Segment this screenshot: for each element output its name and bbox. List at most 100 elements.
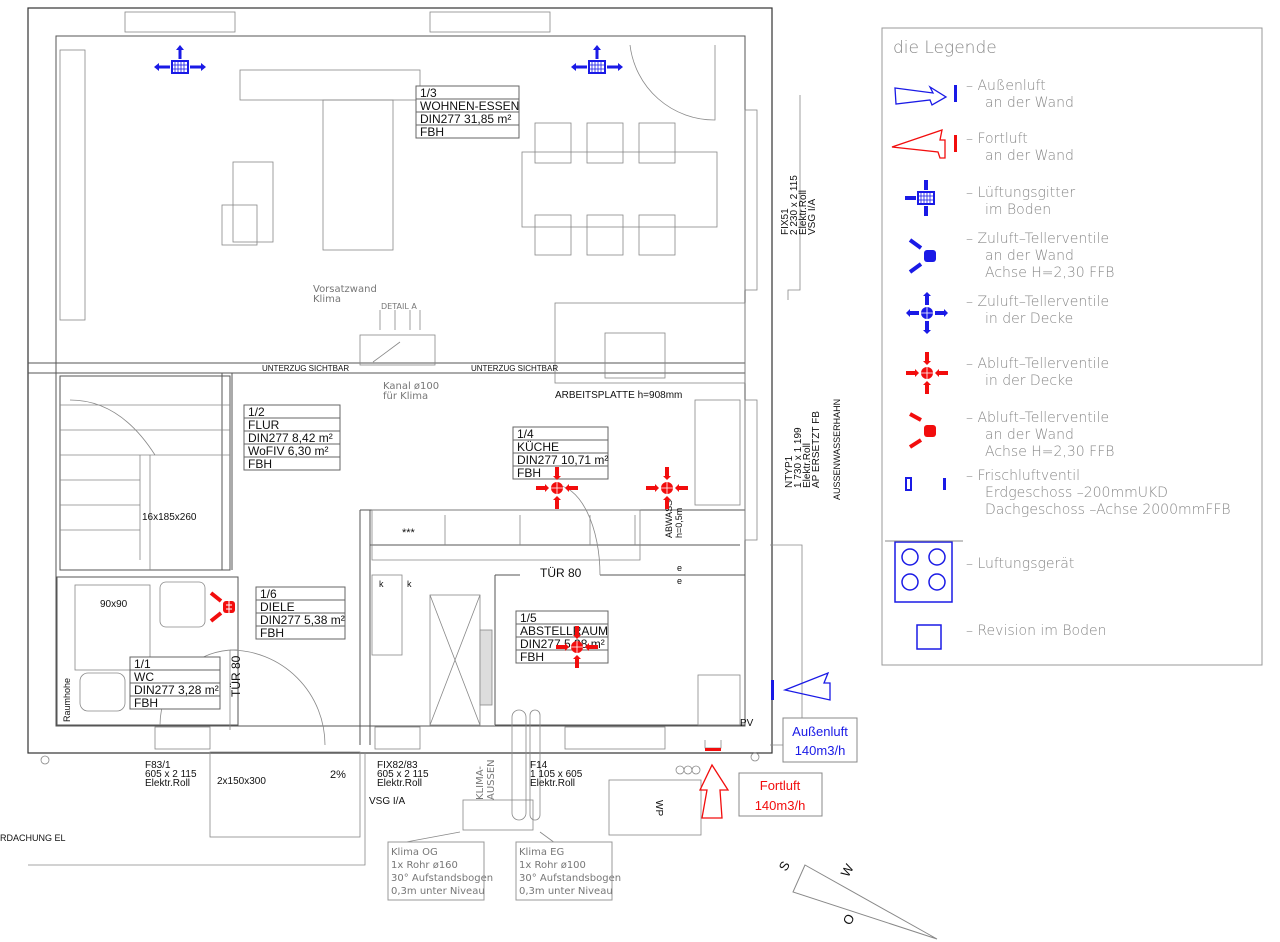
legend-item: – Revision im Boden	[916, 623, 1107, 650]
compass-o: O	[840, 911, 858, 927]
legend-text: – Zuluft–Tellerventile	[966, 294, 1109, 310]
fortluft-value: 140m3/h	[755, 798, 806, 813]
legend-text: an der Wand	[985, 248, 1074, 264]
legend-text: an der Wand	[985, 148, 1074, 164]
room-name: DIELE	[260, 600, 295, 614]
window-label-f83: Elektr.Roll	[145, 778, 190, 789]
fortluft-wall-marker	[704, 740, 722, 751]
legend-text: Achse H=2,30 FFB	[985, 444, 1114, 460]
klima-og-note: Klima OG	[391, 847, 438, 858]
walls	[27, 7, 803, 866]
aussenluft-arrow-icon	[894, 85, 957, 106]
compass-s: S	[776, 858, 793, 873]
room-no: 1/5	[520, 611, 537, 625]
unterzug-label: UNTERZUG SICHTBAR	[262, 364, 349, 373]
klima-og-note: 0,3m unter Niveau	[391, 886, 485, 897]
room-din: DIN277 3,28 m²	[134, 683, 219, 697]
window-label-fix82: FIX82/83	[377, 760, 418, 771]
legend-text: – Luftungsgerät	[966, 556, 1074, 572]
door-label: TÜR 80	[229, 655, 243, 697]
exhaust-wall-valve-icon	[908, 412, 936, 449]
stars-label: ***	[402, 527, 416, 539]
legend-text: – Frischluftventil	[966, 468, 1080, 484]
ventilation-unit-icon	[885, 540, 963, 603]
room-no: 1/1	[134, 657, 151, 671]
room-din: DIN277 31,85 m²	[420, 112, 511, 126]
legend-text: – Abluft–Tellerventile	[966, 356, 1109, 372]
supply-wall-valve-icon	[908, 238, 936, 274]
legend-text: im Boden	[985, 202, 1051, 218]
shower-label: 90x90	[100, 599, 128, 610]
floor-grille-icon	[905, 180, 935, 216]
legend-text: Dachgeschoss –Achse 2000mmFFB	[985, 502, 1231, 518]
window-label-fix51: VSG I/A	[807, 199, 818, 235]
room-heating: FBH	[134, 696, 158, 710]
detail-label: DETAIL A	[381, 302, 417, 311]
floor-revision-icon	[916, 624, 942, 650]
legend-text: Achse H=2,30 FFB	[985, 265, 1114, 281]
fortluft-box: Fortluft 140m3/h	[738, 772, 823, 817]
exhaust-wall-valve-icon	[209, 591, 235, 623]
klima-notes: Klima OG 1x Rohr ø160 30° Aufstandsbogen 0,…	[387, 841, 621, 901]
window-label-ntyp1: AP ERSETZT FB	[811, 411, 822, 488]
klima-label: AUSSEN	[486, 759, 497, 800]
wall-label: Klima	[313, 294, 341, 305]
window-label-fix51: FIX51	[780, 208, 791, 235]
klima-label: KLIMA-	[475, 766, 486, 800]
unterzug-label: UNTERZUG SICHTBAR	[471, 364, 558, 373]
room-heating: FBH	[517, 466, 541, 480]
wall-label: Vorsatzwand	[313, 284, 377, 295]
aussenluft-wall-marker	[771, 680, 774, 700]
duct-label: für Klima	[383, 391, 428, 402]
glass-label: VSG I/A	[369, 796, 405, 807]
window-label-ntyp1: Elektr.Roll	[802, 443, 813, 488]
room-din: DIN277 10,71 m²	[517, 453, 608, 467]
drain-label: ABWASS	[664, 500, 674, 538]
legend-text: – Fortluft	[966, 131, 1028, 147]
window-label-f14: Elektr.Roll	[530, 778, 575, 789]
window-label-fix51: Elektr.Roll	[798, 190, 809, 235]
compass: S W O	[776, 858, 938, 940]
exhaust-ceiling-valve-icon	[645, 466, 689, 510]
drain-size-label: 2x150x300	[217, 776, 266, 787]
klima-eg-note: 30° Aufstandsbogen	[519, 873, 621, 884]
drain-height-label: h=0,5m	[674, 508, 684, 538]
fortluft-arrow-icon	[698, 763, 730, 819]
slope-label: 2%	[330, 769, 346, 781]
room-name: WOHNEN-ESSEN	[420, 99, 519, 113]
room-name: WC	[134, 670, 154, 684]
legend-text: an der Wand	[985, 95, 1074, 111]
klima-eg-note: Klima EG	[519, 847, 564, 858]
window-label-fix82: Elektr.Roll	[377, 778, 422, 789]
room-no: 1/6	[260, 587, 277, 601]
ventilation-symbols	[154, 45, 831, 819]
stairs-label: 16x185x260	[142, 512, 197, 523]
floor-grille-icon	[154, 45, 206, 74]
e-label: e	[677, 576, 682, 586]
klima-og-note: 30° Aufstandsbogen	[391, 873, 493, 884]
k-label: k	[379, 579, 384, 589]
room-heating: FBH	[260, 626, 284, 640]
room-name: FLUR	[248, 418, 280, 432]
room-din: DIN277 8,42 m²	[248, 431, 333, 445]
room-heating: FBH	[420, 125, 444, 139]
klima-og-note: 1x Rohr ø160	[391, 860, 458, 871]
room-heating: FBH	[248, 457, 272, 471]
aussenluft-value: 140m3/h	[795, 743, 846, 758]
canopy-label: RDACHUNG EL	[0, 833, 66, 843]
legend-text: – Lüftungsgitter	[966, 185, 1075, 201]
window-label-f83: F83/1	[145, 760, 171, 771]
duct-label: Kanal ø100	[383, 381, 439, 392]
